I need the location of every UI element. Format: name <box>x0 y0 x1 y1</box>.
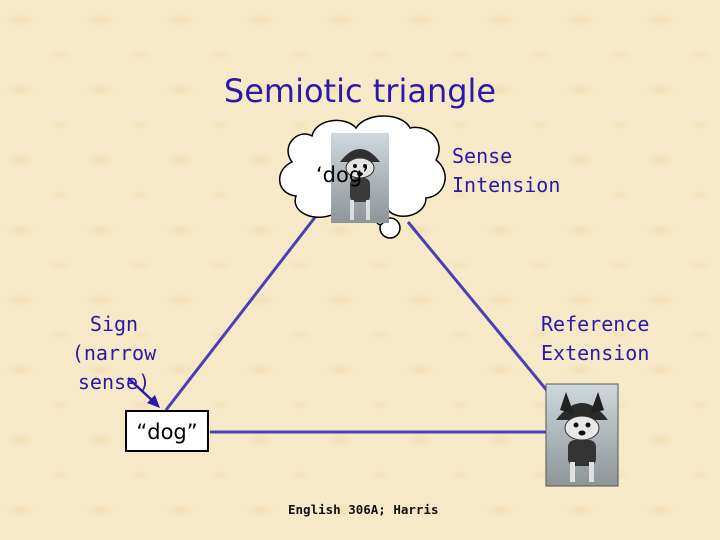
slide-footer: English 306A; Harris <box>288 502 439 517</box>
concept-dog-photo-icon <box>331 133 389 223</box>
sign-label-line-1: Sign <box>89 312 139 336</box>
sense-label-line-1: Sense <box>452 144 513 168</box>
reference-label-line-1: Reference <box>541 312 650 336</box>
sign-label-line-2: (narrow sense) <box>71 341 157 394</box>
sign-to-concept-line <box>164 215 318 411</box>
concept-word: ‘dog’ <box>316 163 369 187</box>
sense-label-line-2: Intension <box>452 173 561 197</box>
concept-to-referent-line <box>406 221 551 394</box>
sense-label: Sense Intension <box>452 142 560 200</box>
reference-label: Reference Extension <box>541 310 649 368</box>
sign-label: Sign (narrow sense) <box>32 310 196 397</box>
referent-dog-photo-icon <box>545 383 619 487</box>
arrow-icon <box>127 377 160 408</box>
slide-title: Semiotic triangle <box>223 72 497 110</box>
reference-label-line-2: Extension <box>541 341 650 365</box>
sign-word-box: “dog” <box>125 410 209 452</box>
